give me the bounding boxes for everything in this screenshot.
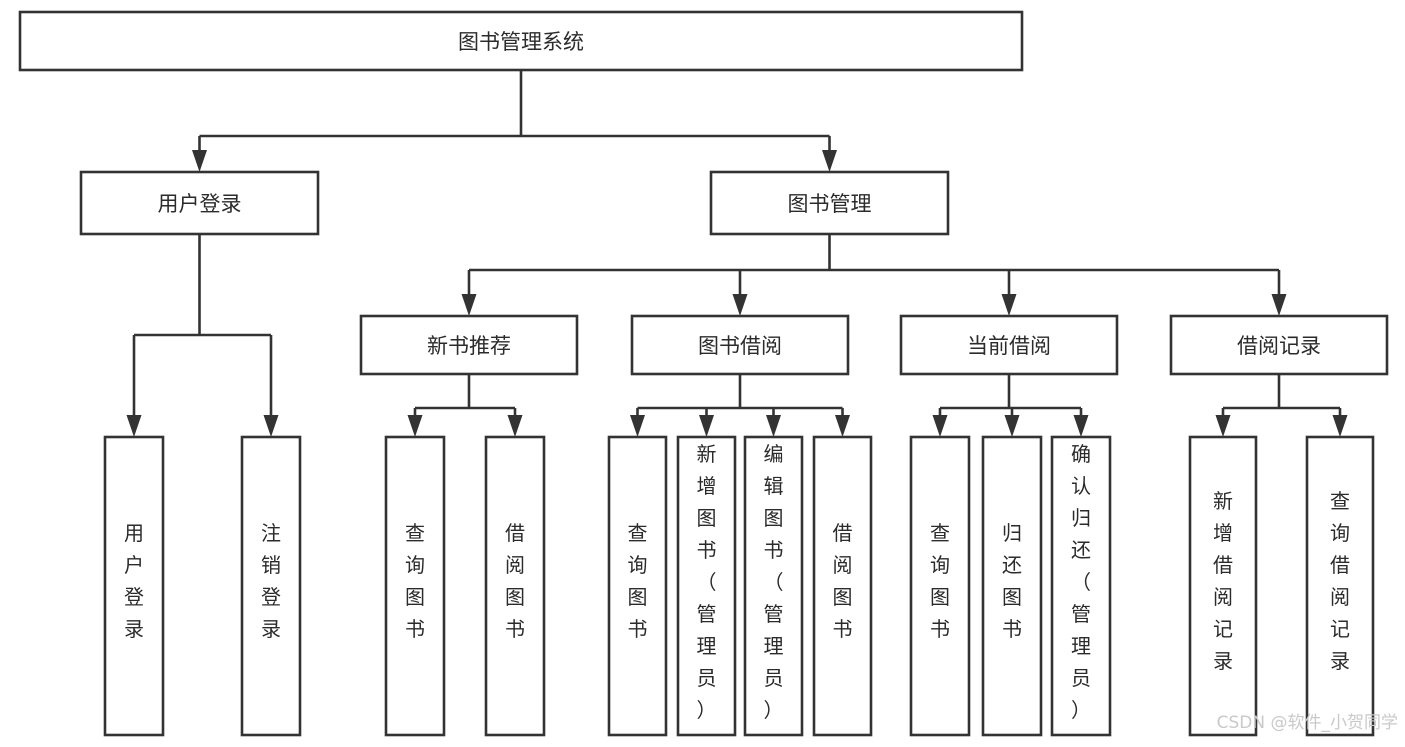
- node-box-leaf-add-borrow-record[interactable]: [1188, 435, 1258, 737]
- node-box-new-book-rec[interactable]: [359, 314, 579, 376]
- node-label-new-book-rec: 新书推荐: [427, 334, 511, 358]
- node-label-leaf-borrow-books: 借阅图书: [833, 521, 853, 641]
- node-label-leaf-return-books: 归还图书: [1002, 521, 1022, 641]
- arrow-head-book-borrow: [732, 294, 748, 316]
- node-box-leaf-borrow-books-rec[interactable]: [484, 435, 546, 737]
- arrow-head-current-borrow: [1001, 294, 1017, 316]
- node-book-manage[interactable]: 图书管理: [709, 170, 950, 236]
- node-label-leaf-confirm-return-admin: 确认归还（管理员）: [1071, 442, 1091, 722]
- arrow-head-borrow-record: [1271, 294, 1287, 316]
- node-leaf-add-book-admin[interactable]: 新增图书（管理员）: [676, 435, 737, 737]
- node-label-book-borrow: 图书借阅: [698, 334, 782, 358]
- arrow-head-user-login: [192, 150, 207, 172]
- node-box-leaf-user-login[interactable]: [103, 435, 165, 737]
- node-book-borrow[interactable]: 图书借阅: [630, 314, 850, 376]
- node-box-leaf-edit-book-admin[interactable]: [743, 435, 804, 737]
- arrow-head-leaf-borrow-books: [835, 415, 850, 437]
- node-label-leaf-borrow-books-rec: 借阅图书: [505, 521, 525, 641]
- node-leaf-borrow-books-rec[interactable]: 借阅图书: [484, 435, 546, 737]
- arrow-head-leaf-logout: [263, 415, 279, 437]
- node-box-book-manage[interactable]: [709, 170, 950, 236]
- arrow-head-leaf-query-books-rec: [407, 415, 423, 437]
- node-label-leaf-edit-book-admin: 编辑图书（管理员）: [764, 442, 784, 722]
- node-root[interactable]: 图书管理系统: [18, 10, 1024, 72]
- node-box-user-login[interactable]: [79, 170, 320, 236]
- arrow-head-leaf-confirm-return-admin: [1073, 415, 1089, 437]
- csdn-watermark: CSDN @软件_小贺同学: [1217, 713, 1398, 733]
- arrow-head-new-book-rec: [461, 294, 477, 316]
- connector-layer: [126, 70, 1348, 437]
- node-box-root[interactable]: [18, 10, 1024, 72]
- node-leaf-return-books[interactable]: 归还图书: [981, 435, 1043, 737]
- node-layer: 图书管理系统用户登录图书管理新书推荐图书借阅当前借阅借阅记录用户登录注销登录查询…: [18, 10, 1389, 737]
- node-box-leaf-confirm-return-admin[interactable]: [1050, 435, 1112, 737]
- node-leaf-query-books-current[interactable]: 查询图书: [909, 435, 971, 737]
- node-box-leaf-add-book-admin[interactable]: [676, 435, 737, 737]
- node-box-leaf-query-books-borrow[interactable]: [607, 435, 668, 737]
- node-label-leaf-query-borrow-record: 查询借阅记录: [1330, 489, 1350, 673]
- arrow-head-leaf-edit-book-admin: [766, 415, 781, 437]
- node-leaf-borrow-books[interactable]: 借阅图书: [812, 435, 873, 737]
- node-label-root: 图书管理系统: [458, 30, 584, 54]
- node-current-borrow[interactable]: 当前借阅: [899, 314, 1119, 376]
- node-label-leaf-user-login: 用户登录: [124, 521, 144, 641]
- node-label-borrow-record: 借阅记录: [1237, 334, 1321, 358]
- node-box-leaf-query-books-current[interactable]: [909, 435, 971, 737]
- node-leaf-query-books-rec[interactable]: 查询图书: [384, 435, 446, 737]
- node-box-leaf-query-borrow-record[interactable]: [1305, 435, 1375, 737]
- arrow-head-leaf-return-books: [1004, 415, 1020, 437]
- arrow-head-leaf-add-book-admin: [699, 415, 714, 437]
- arrow-head-leaf-query-books-borrow: [630, 415, 645, 437]
- node-box-current-borrow[interactable]: [899, 314, 1119, 376]
- node-leaf-edit-book-admin[interactable]: 编辑图书（管理员）: [743, 435, 804, 737]
- arrow-head-leaf-query-books-current: [932, 415, 948, 437]
- arrow-head-leaf-borrow-books-rec: [507, 415, 523, 437]
- arrow-head-leaf-user-login: [126, 415, 142, 437]
- node-box-leaf-query-books-rec[interactable]: [384, 435, 446, 737]
- arrow-head-leaf-add-borrow-record: [1215, 415, 1231, 437]
- node-label-leaf-add-borrow-record: 新增借阅记录: [1213, 489, 1233, 673]
- node-leaf-user-login[interactable]: 用户登录: [103, 435, 165, 737]
- node-box-borrow-record[interactable]: [1169, 314, 1389, 376]
- node-box-book-borrow[interactable]: [630, 314, 850, 376]
- node-label-leaf-query-books-rec: 查询图书: [405, 521, 425, 641]
- node-box-leaf-borrow-books[interactable]: [812, 435, 873, 737]
- node-box-leaf-return-books[interactable]: [981, 435, 1043, 737]
- node-label-user-login: 用户登录: [158, 192, 242, 216]
- arrow-head-book-manage: [822, 150, 837, 172]
- node-leaf-query-borrow-record[interactable]: 查询借阅记录: [1305, 435, 1375, 737]
- arrow-head-leaf-query-borrow-record: [1332, 415, 1348, 437]
- node-leaf-logout[interactable]: 注销登录: [240, 435, 302, 737]
- node-label-leaf-logout: 注销登录: [261, 521, 281, 641]
- node-label-leaf-query-books-current: 查询图书: [930, 521, 950, 641]
- node-label-book-manage: 图书管理: [788, 192, 872, 216]
- node-leaf-query-books-borrow[interactable]: 查询图书: [607, 435, 668, 737]
- node-leaf-add-borrow-record[interactable]: 新增借阅记录: [1188, 435, 1258, 737]
- node-user-login[interactable]: 用户登录: [79, 170, 320, 236]
- node-new-book-rec[interactable]: 新书推荐: [359, 314, 579, 376]
- node-label-leaf-add-book-admin: 新增图书（管理员）: [697, 442, 717, 722]
- node-leaf-confirm-return-admin[interactable]: 确认归还（管理员）: [1050, 435, 1112, 737]
- node-box-leaf-logout[interactable]: [240, 435, 302, 737]
- node-label-leaf-query-books-borrow: 查询图书: [628, 521, 648, 641]
- node-borrow-record[interactable]: 借阅记录: [1169, 314, 1389, 376]
- node-label-current-borrow: 当前借阅: [967, 334, 1051, 358]
